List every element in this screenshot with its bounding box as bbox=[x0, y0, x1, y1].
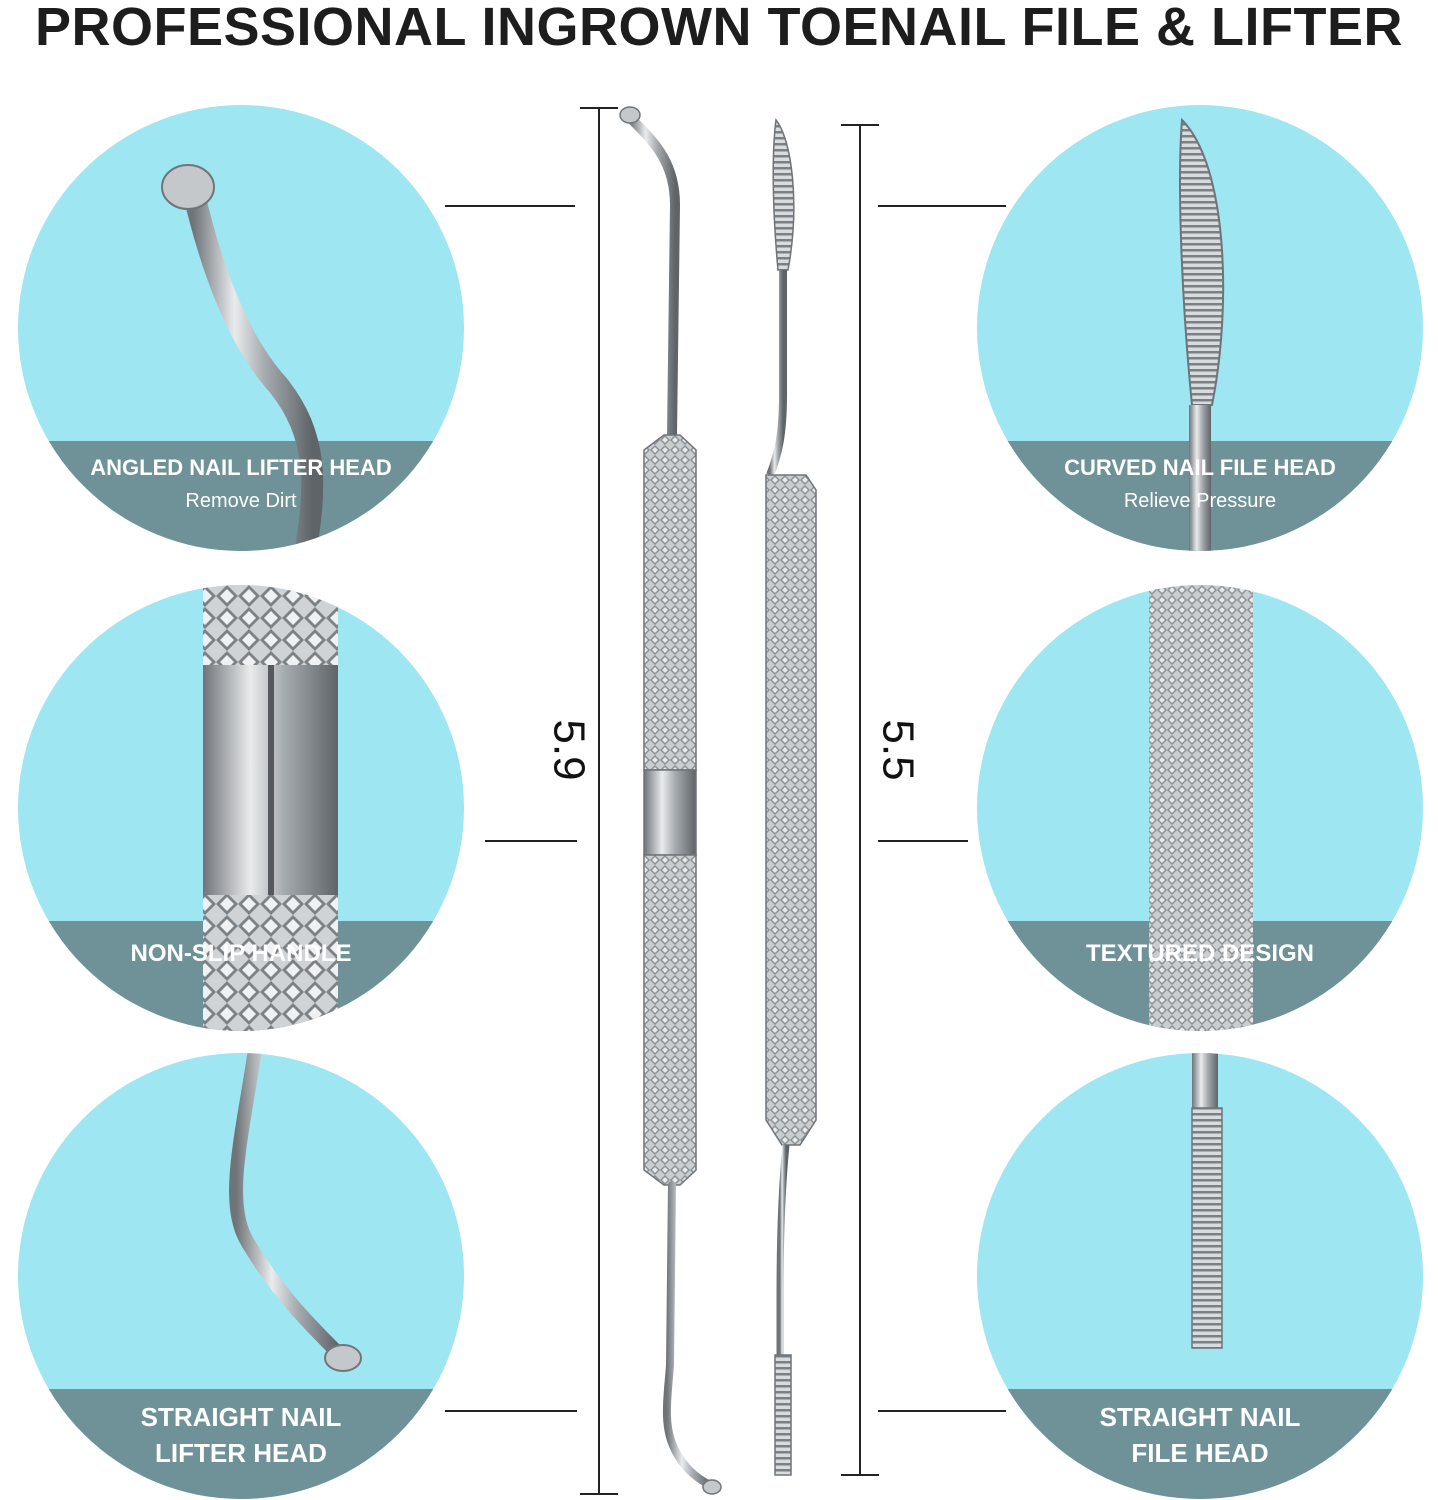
angled-lifter-circle: ANGLED NAIL LIFTER HEAD Remove Dirt bbox=[18, 105, 464, 551]
dimension-label-lifter: 5.9 bbox=[544, 719, 594, 781]
angled-lifter-label: ANGLED NAIL LIFTER HEAD Remove Dirt bbox=[18, 451, 464, 517]
straight-lifter-label: STRAIGHT NAIL LIFTER HEAD bbox=[18, 1399, 464, 1471]
feature-title: ANGLED NAIL LIFTER HEAD bbox=[90, 455, 392, 480]
file-tool bbox=[765, 118, 817, 1476]
dimension-cap bbox=[580, 1493, 618, 1495]
connector-line bbox=[485, 840, 577, 842]
feature-title-line2: FILE HEAD bbox=[1131, 1438, 1269, 1468]
dimension-cap bbox=[841, 124, 879, 126]
straight-lifter-head-image bbox=[229, 1053, 362, 1372]
straight-lifter-circle: STRAIGHT NAIL LIFTER HEAD bbox=[18, 1053, 464, 1499]
feature-title-line1: STRAIGHT NAIL bbox=[140, 1402, 342, 1432]
feature-subtitle: Relieve Pressure bbox=[1123, 490, 1277, 512]
feature-title: TEXTURED DESIGN bbox=[1085, 940, 1315, 967]
connector-line bbox=[878, 1410, 1006, 1412]
feature-title: NON-SLIP HANDLE bbox=[130, 940, 352, 967]
page-title: PROFESSIONAL INGROWN TOENAIL FILE & LIFT… bbox=[34, 0, 1404, 57]
dimension-line-file bbox=[859, 124, 861, 1475]
feature-title-line1: STRAIGHT NAIL bbox=[1099, 1402, 1301, 1432]
feature-subtitle: Remove Dirt bbox=[185, 490, 297, 512]
connector-line bbox=[445, 1410, 577, 1412]
connector-line bbox=[878, 840, 968, 842]
straight-file-circle: STRAIGHT NAIL FILE HEAD bbox=[977, 1053, 1423, 1499]
label-band bbox=[18, 441, 464, 551]
feature-title: CURVED NAIL FILE HEAD bbox=[1064, 455, 1336, 480]
curved-file-circle: CURVED NAIL FILE HEAD Relieve Pressure bbox=[977, 105, 1423, 551]
connector-line bbox=[878, 205, 1006, 207]
lifter-tool bbox=[619, 106, 722, 1495]
feature-title-line2: LIFTER HEAD bbox=[155, 1438, 327, 1468]
curved-file-head-image bbox=[1179, 117, 1225, 551]
tools-illustration bbox=[619, 106, 817, 1495]
label-band bbox=[977, 1389, 1423, 1499]
straight-file-label: STRAIGHT NAIL FILE HEAD bbox=[977, 1399, 1423, 1471]
dimension-cap bbox=[841, 1474, 879, 1476]
textured-design-label: TEXTURED DESIGN bbox=[977, 937, 1423, 971]
dimension-label-file: 5.5 bbox=[873, 719, 923, 781]
dimension-cap bbox=[580, 107, 618, 109]
textured-design-image bbox=[1149, 585, 1253, 1031]
connector-line bbox=[445, 205, 575, 207]
textured-design-circle: TEXTURED DESIGN bbox=[977, 585, 1423, 1031]
non-slip-handle-circle: NON-SLIP HANDLE bbox=[18, 585, 464, 1031]
straight-file-head-image bbox=[1191, 1053, 1223, 1349]
non-slip-handle-image bbox=[203, 585, 338, 1031]
non-slip-handle-label: NON-SLIP HANDLE bbox=[18, 937, 464, 971]
dimension-line-lifter bbox=[598, 107, 600, 1494]
curved-file-label: CURVED NAIL FILE HEAD Relieve Pressure bbox=[977, 451, 1423, 517]
angled-lifter-head-image bbox=[161, 164, 324, 551]
label-band bbox=[18, 1389, 464, 1499]
